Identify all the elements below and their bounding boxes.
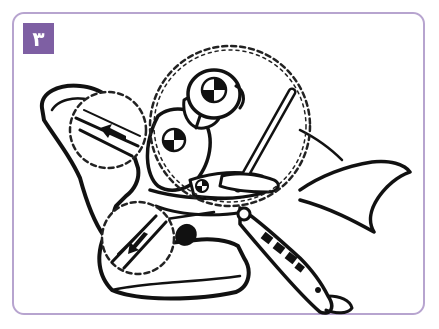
crash-test-dummy-icon	[163, 129, 185, 151]
crash-test-dummy-icon	[202, 78, 226, 102]
crash-test-dummy-icon	[196, 180, 208, 192]
magnifier-circle-belt-guide	[70, 92, 146, 168]
car-dashboard	[300, 130, 410, 232]
magnifier-circle-isofix	[102, 202, 174, 274]
